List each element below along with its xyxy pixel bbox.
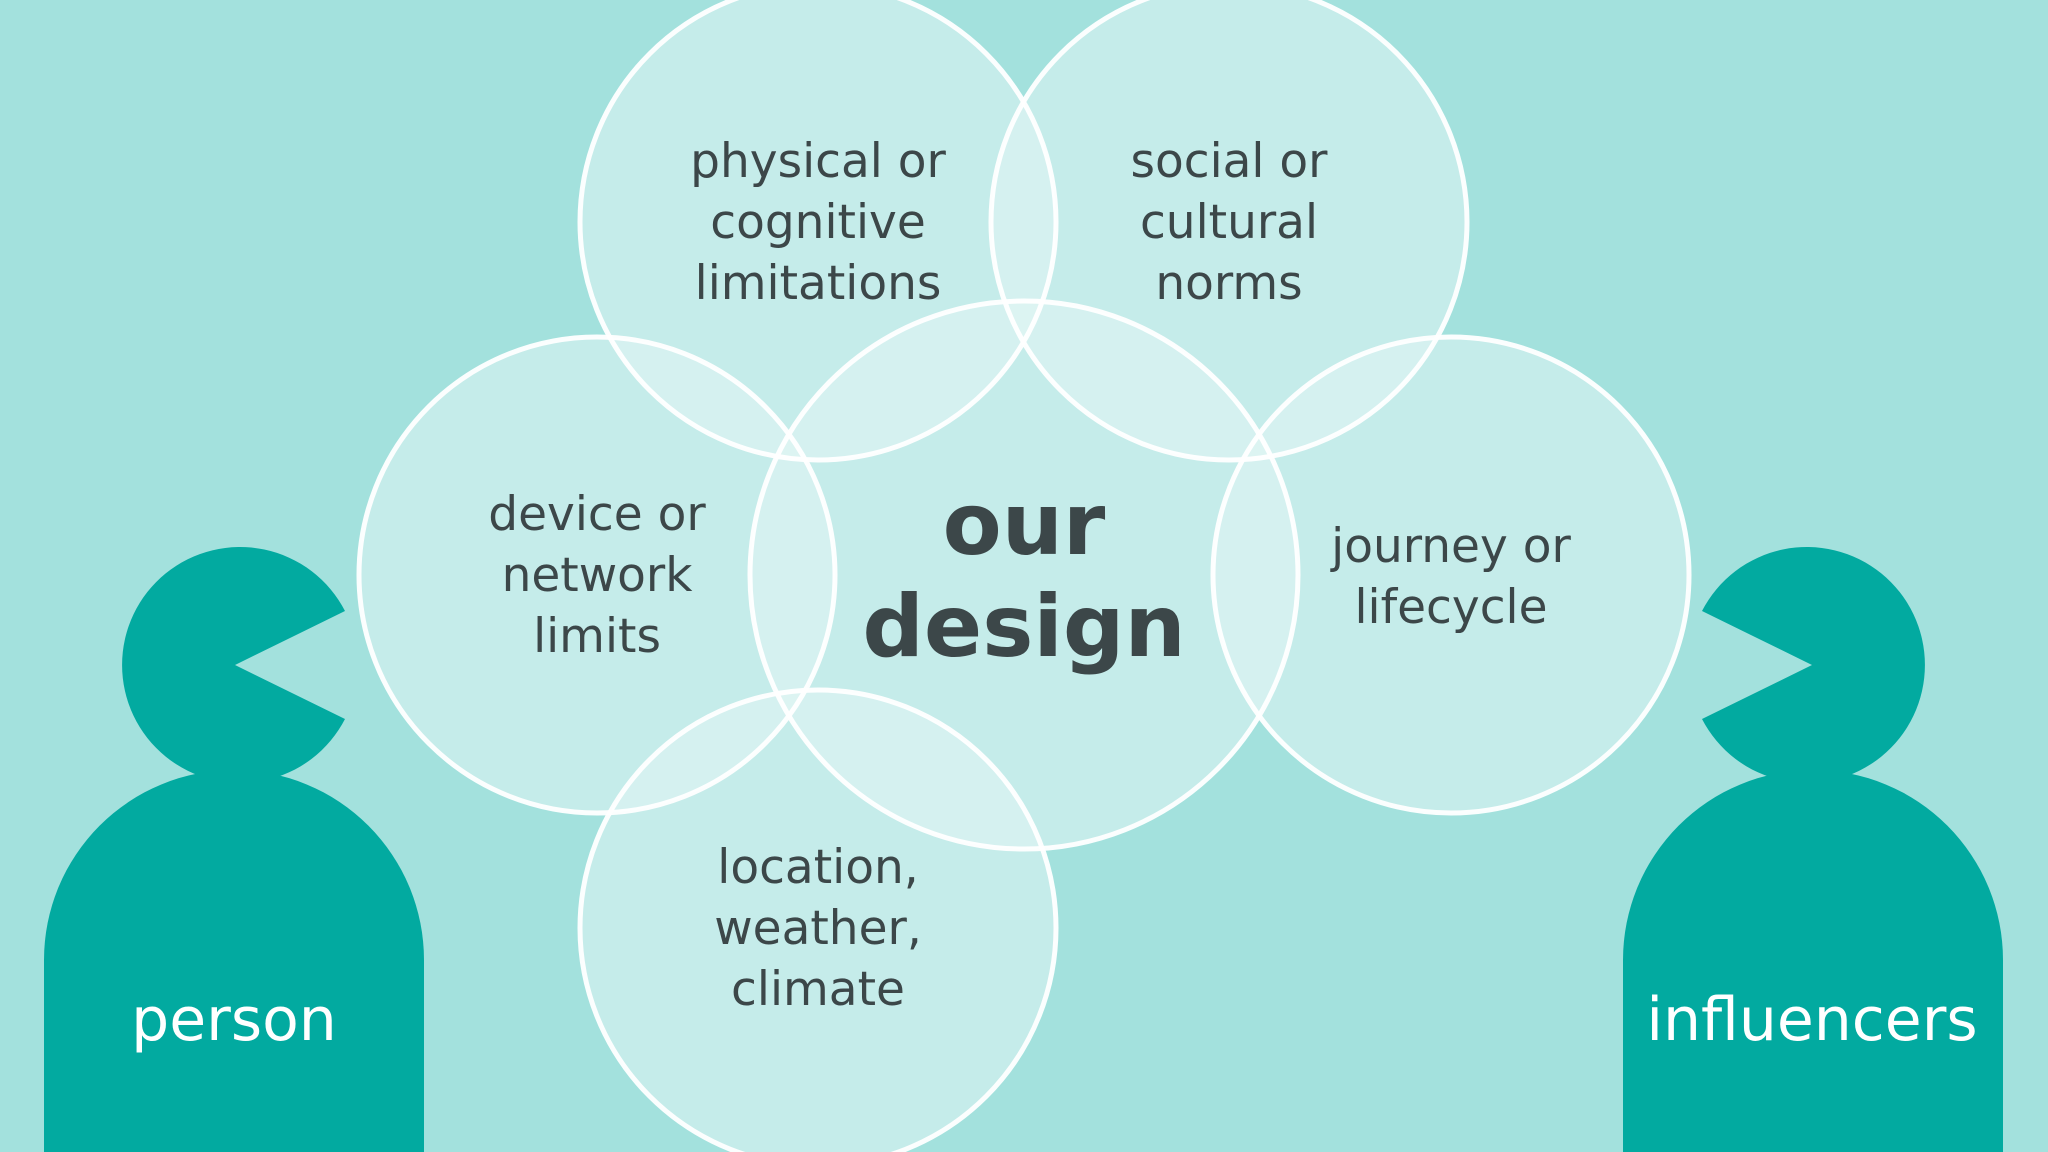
- device-label-line-2: network: [502, 548, 694, 603]
- person-body: [44, 770, 424, 1152]
- location-label-line-1: location,: [717, 840, 918, 895]
- influencers-body: [1623, 770, 2003, 1152]
- center-circle-outline: [747, 298, 1301, 852]
- social-label-line-2: cultural: [1140, 195, 1318, 250]
- device-factor-label: device or network limits: [488, 487, 706, 664]
- location-label-line-2: weather,: [714, 901, 922, 956]
- physical-label-line-1: physical or: [690, 134, 946, 189]
- physical-label-line-2: cognitive: [710, 195, 926, 250]
- influencers-head: [1702, 547, 1925, 783]
- center-label-line-1: our: [943, 475, 1106, 575]
- device-circle-fill: [359, 337, 835, 813]
- location-circle-outline: [577, 687, 1059, 1152]
- physical-label-line-3: limitations: [695, 256, 942, 311]
- location-factor-label: location, weather, climate: [714, 840, 922, 1017]
- influencers-figure: influencers: [1623, 547, 2003, 1152]
- person-figure: person: [44, 547, 424, 1152]
- circle-outlines: [356, 0, 1692, 1152]
- journey-label-line-1: journey or: [1330, 519, 1571, 574]
- person-head: [122, 547, 345, 783]
- center-label: our design: [862, 475, 1185, 677]
- circle-fills: [359, 0, 1689, 1152]
- social-label-line-1: social or: [1130, 134, 1328, 189]
- device-label-line-1: device or: [488, 487, 706, 542]
- journey-label-line-2: lifecycle: [1354, 580, 1547, 635]
- social-factor-label: social or cultural norms: [1130, 134, 1328, 311]
- journey-circle-outline: [1210, 334, 1692, 816]
- social-circle-outline: [988, 0, 1470, 463]
- influencers-label: influencers: [1646, 985, 1977, 1055]
- center-label-line-2: design: [862, 577, 1185, 677]
- device-label-line-3: limits: [533, 609, 661, 664]
- center-circle-fill: [750, 301, 1298, 849]
- journey-factor-label: journey or lifecycle: [1330, 519, 1571, 635]
- person-label: person: [131, 985, 337, 1055]
- location-label-line-3: climate: [731, 962, 905, 1017]
- social-label-line-3: norms: [1155, 256, 1302, 311]
- physical-circle-outline: [577, 0, 1059, 463]
- device-circle-outline: [356, 334, 838, 816]
- physical-factor-label: physical or cognitive limitations: [690, 134, 946, 311]
- journey-circle-fill: [1213, 337, 1689, 813]
